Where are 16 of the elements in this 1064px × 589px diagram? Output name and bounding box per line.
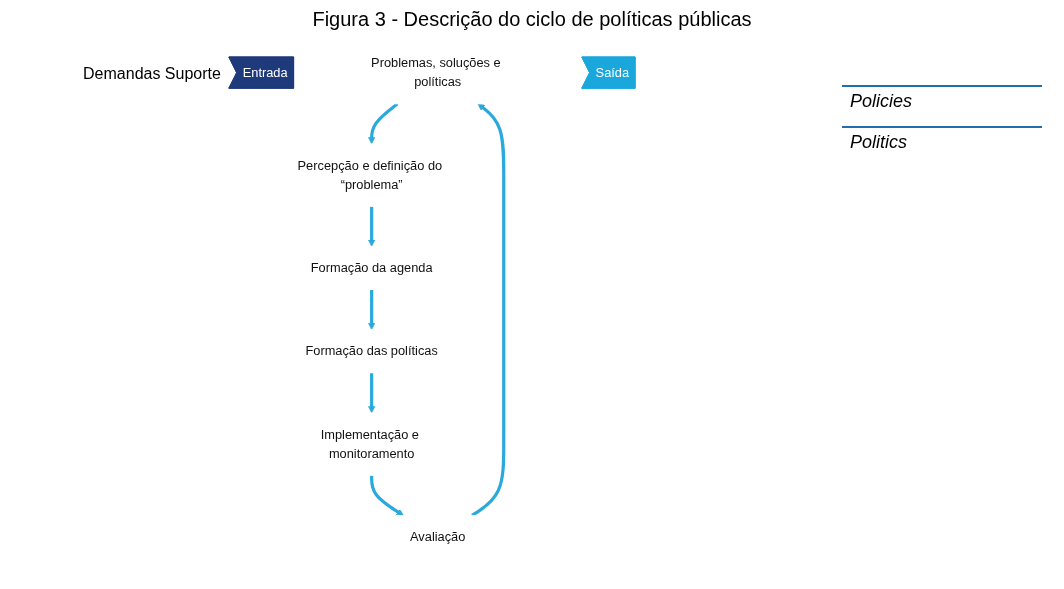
arrow xyxy=(368,102,399,145)
node-text: Problemas, soluções e políticas xyxy=(371,55,501,89)
arrow xyxy=(370,475,404,516)
figure-title: Figura 3 - Descrição do ciclo de políticas públicas xyxy=(311,8,753,31)
arrow xyxy=(368,206,376,247)
node-text: Avaliação xyxy=(410,529,466,544)
node-text: Percepção e definição do “problema” xyxy=(297,158,443,192)
node-text: Formação da agenda xyxy=(310,260,433,275)
arrow xyxy=(471,103,506,517)
region-label: Politics xyxy=(842,126,1042,157)
arrow xyxy=(368,372,376,414)
region-label: Policies xyxy=(842,85,1042,116)
node-text: Implementação e monitoramento xyxy=(320,427,419,461)
node-text: Formação das políticas xyxy=(305,344,438,358)
node-caption: Demandas Suporte xyxy=(83,65,221,83)
arrow xyxy=(368,289,376,330)
